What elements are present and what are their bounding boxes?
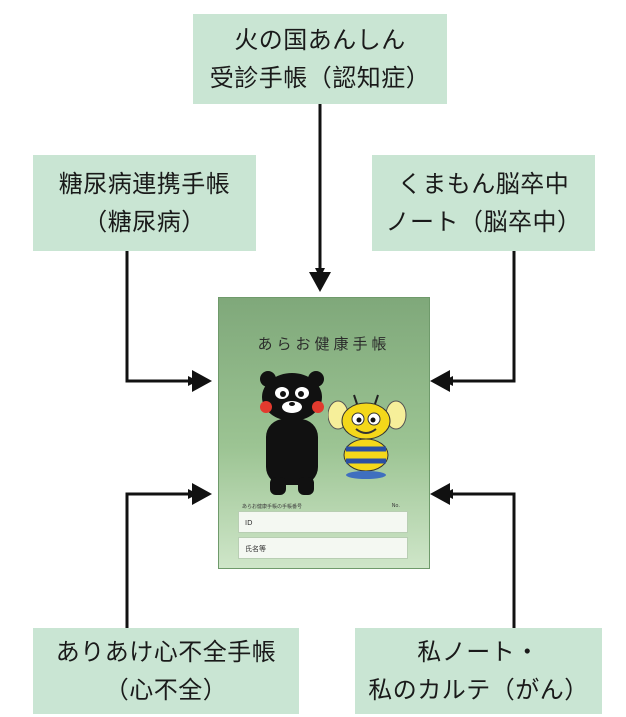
notebook-title: あらお健康手帳 <box>257 335 391 353</box>
arrowhead-lower-right <box>430 483 450 505</box>
box-lower-right-line1: 私ノート・ <box>417 638 540 666</box>
bee-illustration <box>328 394 407 479</box>
arrowhead-upper-left <box>192 370 212 392</box>
box-diabetes-notebook: 糖尿病連携手帳 （糖尿病） <box>33 155 256 251</box>
box-upper-right-line2: ノート（脳卒中） <box>385 208 582 236</box>
box-dementia-notebook: 火の国あんしん 受診手帳（認知症） <box>193 14 447 104</box>
box-top-line2: 受診手帳（認知症） <box>209 64 431 92</box>
box-lower-left-line1: ありあけ心不全手帳 <box>55 638 277 666</box>
box-upper-left-line2: （糖尿病） <box>83 208 206 236</box>
arrowhead-upper-right <box>430 370 450 392</box>
arrow-upper-right <box>443 251 516 386</box>
name-field: 氏名等 <box>238 537 408 559</box>
box-heart-failure-notebook: ありあけ心不全手帳 （心不全） <box>33 628 299 714</box>
arrow-lower-right <box>443 489 516 628</box>
box-cancer-notebook: 私ノート・ 私のカルテ（がん） <box>355 628 602 714</box>
arrow-lower-left <box>125 489 198 628</box>
notebook-number-caption: あらお健康手帳の手帳番号 <box>242 504 303 510</box>
box-upper-left-line1: 糖尿病連携手帳 <box>58 170 231 198</box>
box-top-line1: 火の国あんしん <box>234 26 406 54</box>
box-lower-left-line2: （心不全） <box>104 676 228 704</box>
box-lower-right-line2: 私のカルテ（がん） <box>368 676 589 704</box>
box-stroke-notebook: くまもん脳卒中 ノート（脳卒中） <box>372 155 595 251</box>
arrow-upper-left <box>125 251 198 386</box>
arrowhead-lower-left <box>192 483 212 505</box>
arrowhead-top <box>309 272 331 292</box>
id-field: ID <box>238 511 408 533</box>
box-upper-right-line1: くまもん脳卒中 <box>397 170 570 198</box>
notebook-number-label: No. <box>391 503 400 509</box>
arao-health-notebook-cover: あらお健康手帳 あらお健康手帳の手帳番号 No. ID 氏名 <box>218 297 430 569</box>
kumamon-bear-illustration <box>260 371 324 495</box>
